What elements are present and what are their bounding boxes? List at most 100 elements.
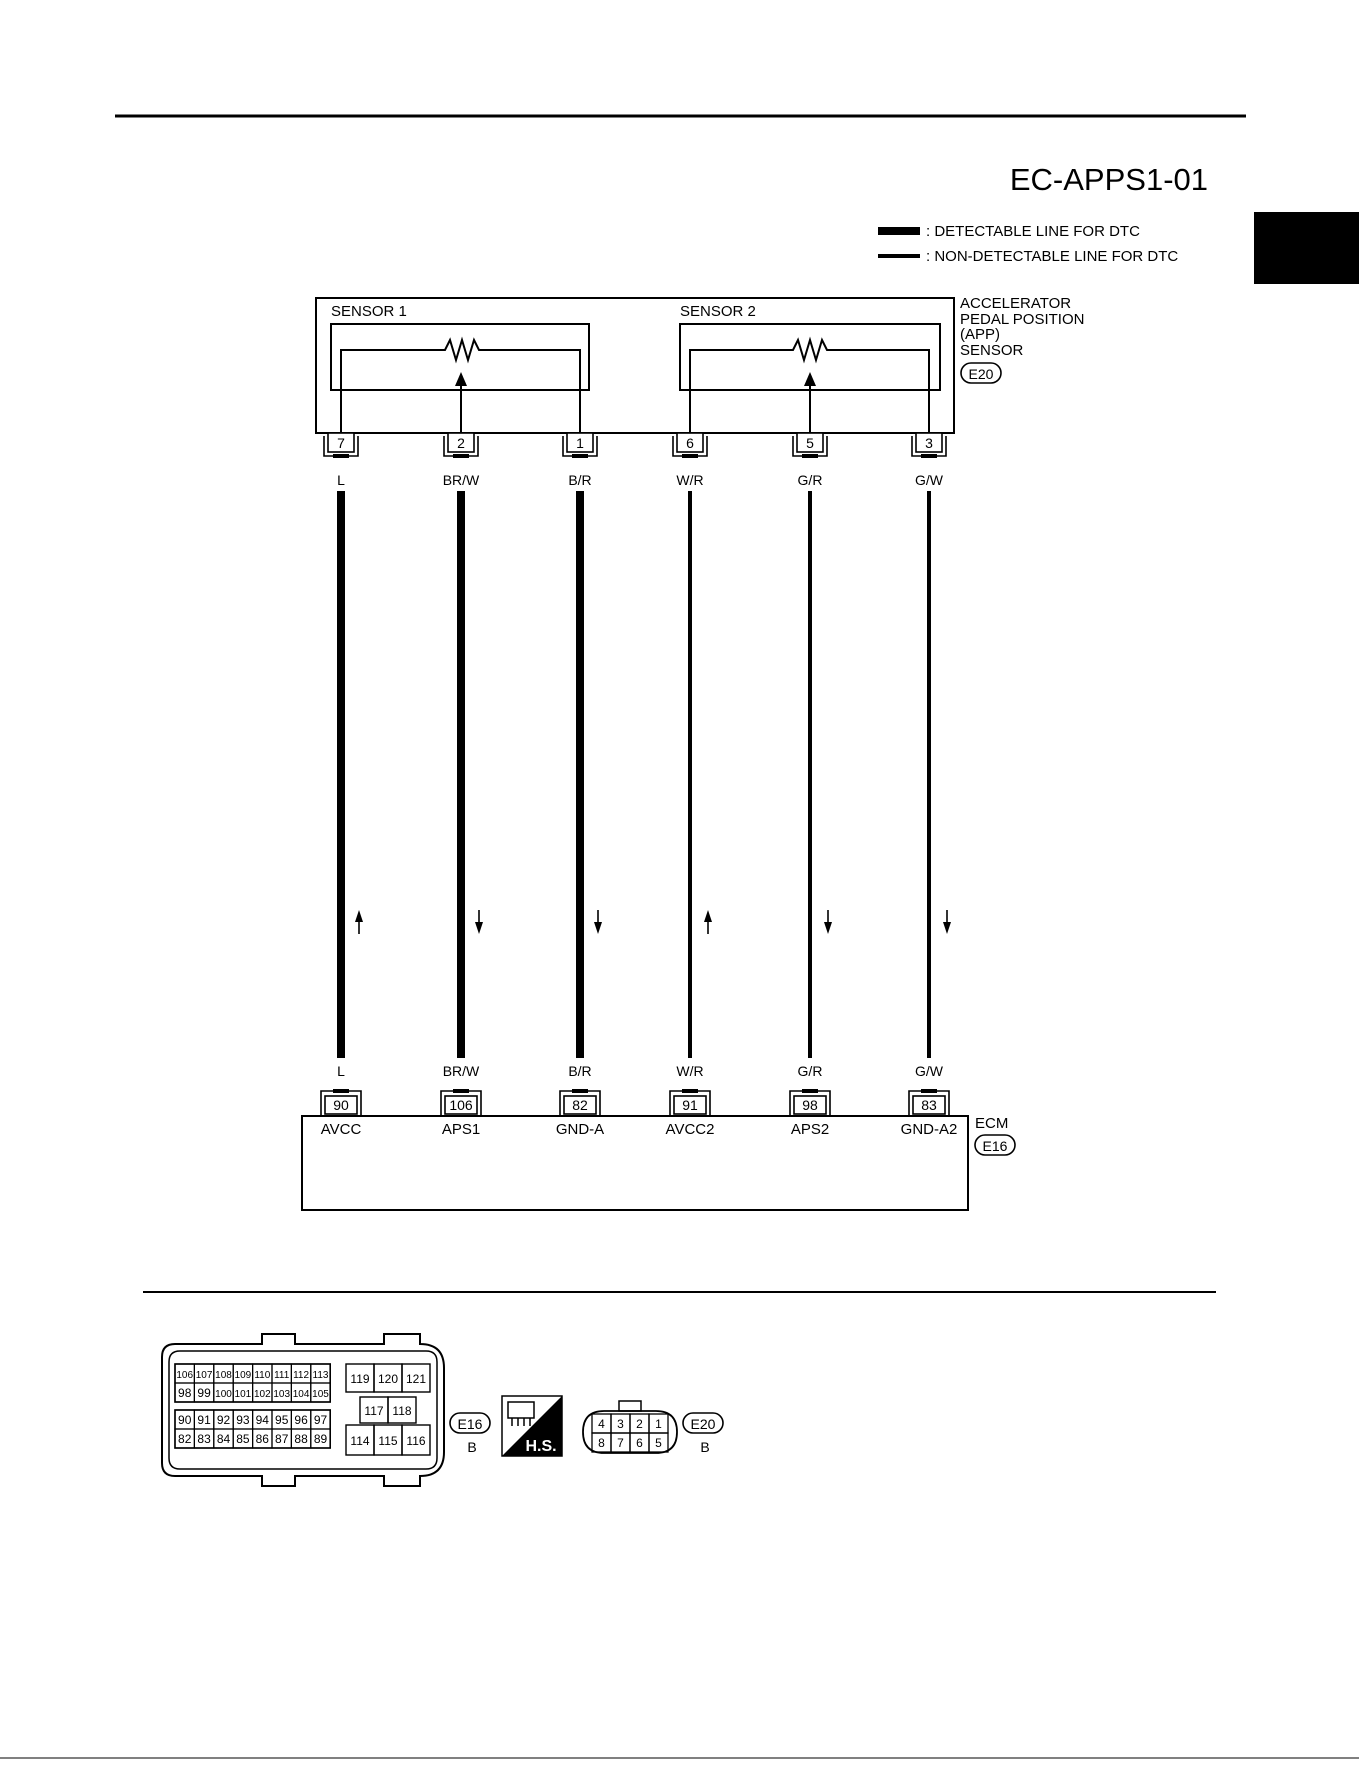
e16-pin-label: 94 [256, 1413, 270, 1427]
e16-pin-label: 88 [294, 1432, 308, 1446]
e16-pin-label: 100 [215, 1389, 232, 1400]
signal-arrowhead-down-icon [824, 922, 832, 934]
sensor1-wiper-arrow [455, 372, 467, 386]
e16-pin-label: 109 [235, 1370, 252, 1381]
ecm-pin-box [324, 1095, 358, 1115]
e16-pin-label: 113 [313, 1370, 329, 1381]
e20-pin-label: 1 [655, 1417, 662, 1431]
e16-pin-label: 102 [254, 1389, 271, 1400]
ecm-pin-number: 90 [333, 1097, 349, 1113]
sensor-pin-number: 5 [806, 435, 814, 451]
wire-color-top: G/R [798, 472, 823, 488]
e20-id: E20 [691, 1416, 716, 1432]
sensor-pin-number: 6 [686, 435, 694, 451]
e16-pin-label: 112 [293, 1370, 309, 1381]
ecm-pin-box [673, 1095, 707, 1115]
sensor-pin-box [796, 432, 824, 453]
legend: : DETECTABLE LINE FOR DTC : NON-DETECTAB… [878, 223, 1178, 265]
hs-label: H.S. [525, 1438, 556, 1455]
e20-pin-label: 3 [617, 1417, 624, 1431]
sensor-pin-number: 2 [457, 435, 465, 451]
ecm-pin-box [912, 1095, 946, 1115]
e16-pin-label: 99 [197, 1386, 211, 1400]
e16-pin-label: 120 [378, 1372, 398, 1386]
legend-non-detectable: : NON-DETECTABLE LINE FOR DTC [926, 248, 1178, 265]
e16-pin-cell [387, 1396, 417, 1424]
e16-pin-label: 111 [274, 1370, 290, 1381]
signal-arrowhead-up-icon [355, 910, 363, 922]
sensor-pin-box [566, 432, 594, 453]
e16-pin-label: 106 [176, 1370, 193, 1381]
e16-id: E16 [458, 1416, 483, 1432]
ecm-signal-name: AVCC2 [666, 1121, 715, 1138]
e16-outline [161, 1333, 445, 1487]
e16-pin-label: 121 [406, 1372, 426, 1386]
app-sensor-box [315, 297, 955, 434]
e20-badge [682, 1412, 724, 1434]
ecm-connector-id: E16 [983, 1138, 1008, 1154]
signal-arrowhead-down-icon [594, 922, 602, 934]
e16-pin-label: 117 [364, 1404, 383, 1418]
sensor-name-2: PEDAL POSITION [960, 311, 1084, 328]
wire-color-top: L [337, 472, 345, 488]
ecm-signal-name: APS2 [791, 1121, 829, 1138]
wire-color-bottom: L [337, 1063, 345, 1079]
ecm-box [301, 1115, 969, 1211]
sensor-pin-box [447, 432, 475, 453]
sensor-pin-box [676, 432, 704, 453]
e16-badge [449, 1412, 491, 1434]
wire-color-top: BR/W [443, 472, 480, 488]
wire-color-top: W/R [676, 472, 703, 488]
e16-pin-label: 87 [275, 1432, 289, 1446]
ecm-pin-number: 82 [572, 1097, 588, 1113]
wire-color-top: G/W [915, 472, 944, 488]
legend-thin-line [878, 254, 920, 258]
e16-pin-label: 97 [314, 1413, 328, 1427]
sensor1-label: SENSOR 1 [331, 303, 407, 320]
wire-color-top: B/R [568, 472, 591, 488]
ecm-pin-box [563, 1095, 597, 1115]
sensor-pin-box [327, 432, 355, 453]
e16-pin-label: 84 [217, 1432, 231, 1446]
ecm-pin-box [444, 1095, 478, 1115]
wire-color-bottom: W/R [676, 1063, 703, 1079]
harness-side-icon: H.S. [501, 1395, 563, 1457]
sensor-pin-box [915, 432, 943, 453]
section-tab [1254, 212, 1359, 284]
sensor-name-1: ACCELERATOR [960, 295, 1071, 312]
ecm-pin-box [793, 1095, 827, 1115]
e16-pin-label: 101 [235, 1389, 252, 1400]
e16-pin-label: 114 [350, 1434, 369, 1448]
e16-pin-label: 86 [256, 1432, 270, 1446]
diagram-id: EC-APPS1-01 [1010, 162, 1208, 197]
e16-pin-label: 105 [312, 1389, 329, 1400]
e16-pin-label: 89 [314, 1432, 328, 1446]
sensor-pin-number: 3 [925, 435, 933, 451]
e20-color-code: B [700, 1439, 709, 1455]
wire-group: 7LL90AVCC2BR/WBR/W106APS11B/RB/R82GND-A6… [320, 432, 957, 1138]
ecm-pin-number: 91 [682, 1097, 698, 1113]
e16-pin-label: 91 [197, 1413, 211, 1427]
e16-pin-label: 83 [197, 1432, 211, 1446]
e20-pin-label: 6 [636, 1436, 643, 1450]
sensor-pin-number: 7 [337, 435, 345, 451]
e20-pin-cell [648, 1432, 669, 1453]
e16-pin-label: 85 [236, 1432, 250, 1446]
e16-pin-cell [401, 1363, 431, 1393]
e20-pin-label: 8 [598, 1436, 605, 1450]
e20-pin-label: 7 [617, 1436, 624, 1450]
e16-color-code: B [467, 1439, 476, 1455]
e16-left-bottom-block [174, 1409, 331, 1449]
connector-pins-icon [511, 1418, 531, 1426]
sensor-name-4: SENSOR [960, 342, 1024, 359]
e16-pin-label: 93 [236, 1413, 250, 1427]
